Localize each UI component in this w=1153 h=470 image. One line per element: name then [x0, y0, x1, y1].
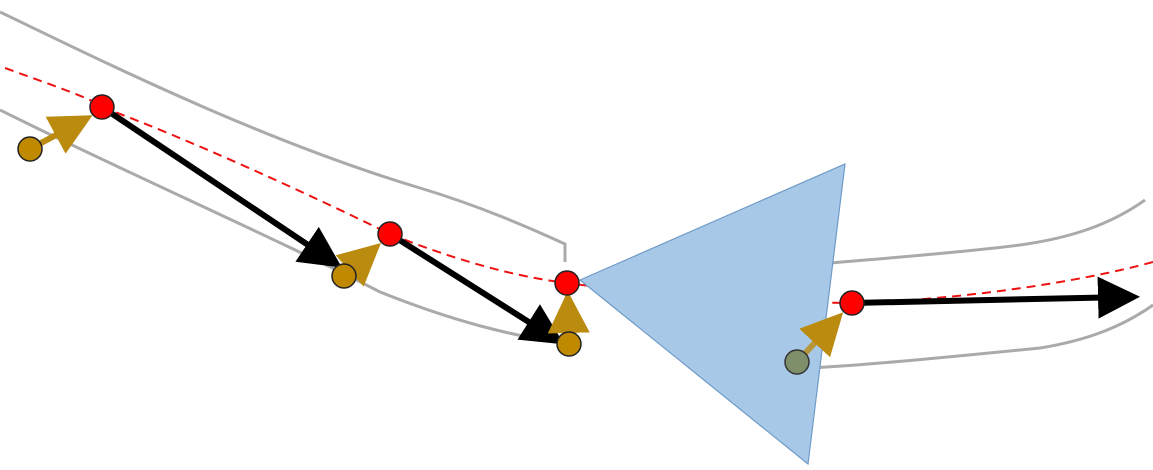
right-corridor-upper-boundary — [795, 198, 1146, 302]
center-path-dashed — [4, 67, 1153, 305]
red-node-1 — [89, 94, 115, 120]
gold-node-4-inside-triangle — [784, 349, 810, 375]
red-node-3 — [554, 270, 580, 296]
gold-node-3 — [556, 331, 582, 357]
triangle-obstacle — [578, 163, 846, 466]
black-arrow-3 — [851, 276, 1140, 319]
gold-node-1 — [17, 136, 43, 162]
left-corridor-upper-boundary — [0, 10, 567, 262]
black-arrow-1 — [100, 104, 342, 268]
gold-node-2 — [331, 263, 357, 289]
black-arrow-2 — [388, 231, 565, 345]
red-node-4 — [839, 290, 865, 316]
right-corridor-lower-boundary — [809, 303, 1153, 370]
red-node-2 — [377, 221, 403, 247]
